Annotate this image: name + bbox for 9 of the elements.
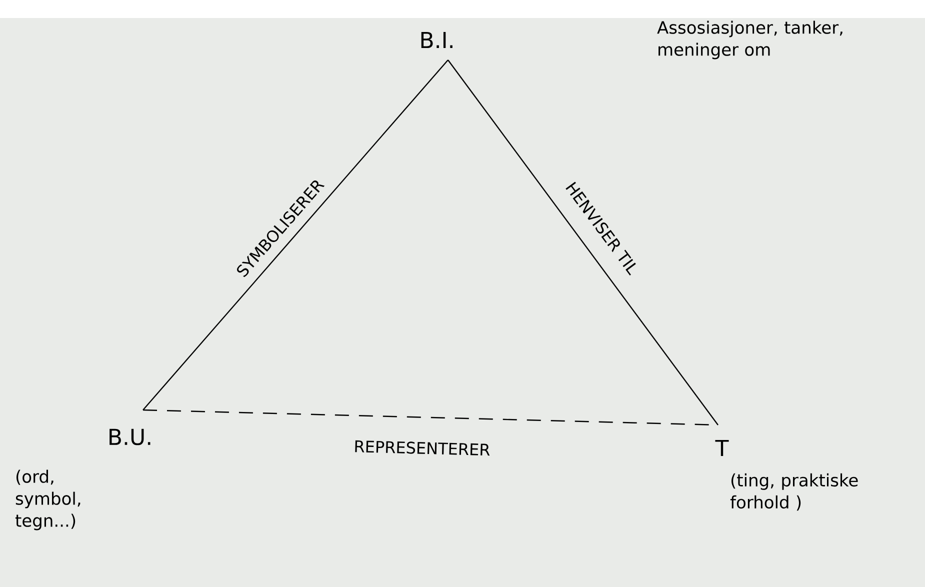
connector-line [142, 60, 448, 410]
note-text: (ting, praktiske forhold ) [730, 473, 858, 511]
vertex-label: B.I. [421, 32, 452, 48]
note-text: Assosiasjoner, tanker, meninger om [657, 20, 842, 60]
vertex-label: T [715, 440, 729, 456]
connector-line [448, 60, 718, 426]
edge-label: REPRESENTERER [355, 440, 490, 456]
vertex-label: B.U. [110, 428, 150, 446]
note-text: (ord, symbol, tegn...) [15, 470, 80, 530]
